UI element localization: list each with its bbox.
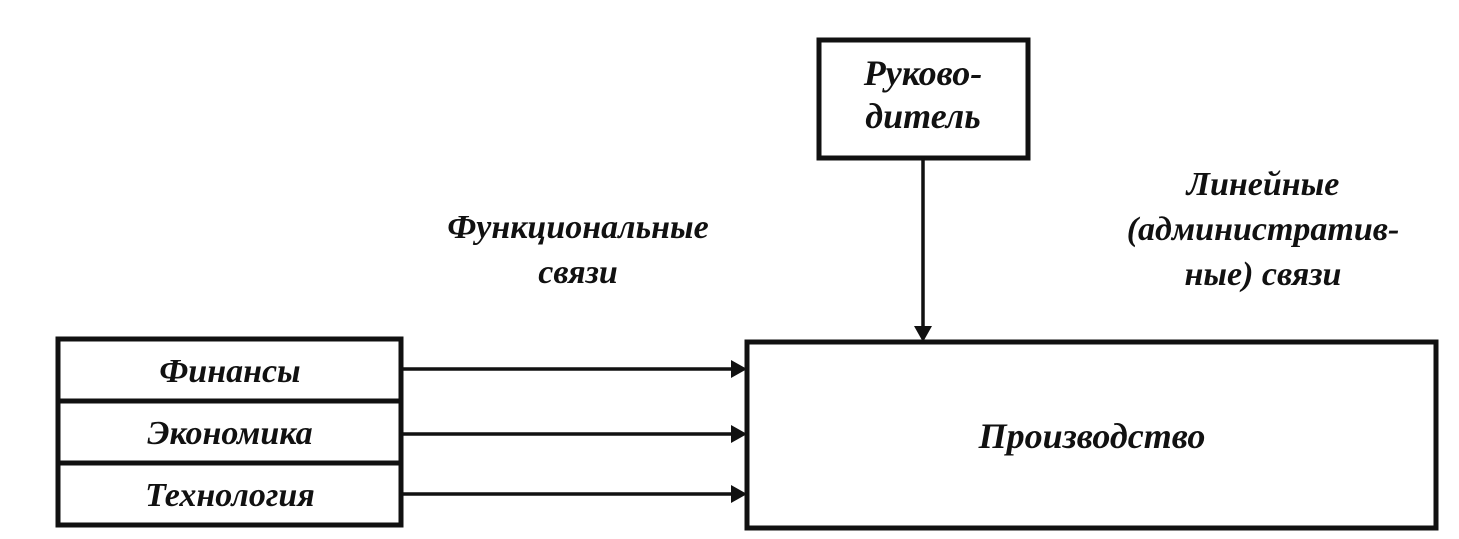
economics-label: Экономика <box>147 415 312 452</box>
manager-label-line-2: дитель <box>865 96 980 136</box>
technology-link-arrowhead <box>731 485 747 503</box>
linear-links-line-2: (административ- <box>1127 211 1400 248</box>
manager-node: Руково- дитель <box>816 37 1031 161</box>
functional-link-arrows <box>401 360 747 503</box>
production-box <box>744 339 1439 531</box>
functional-links-line-2: связи <box>538 254 618 291</box>
production-node: Производство <box>744 339 1439 531</box>
departments-frame <box>55 336 404 528</box>
finance-link-arrowhead <box>731 360 747 378</box>
manager-label-line-1: Руково- <box>863 53 982 93</box>
technology-label: Технология <box>145 477 315 514</box>
linear-links-line-1: Линейные <box>1185 166 1340 203</box>
economics-link-arrowhead <box>731 425 747 443</box>
functional-departments: Финансы Экономика Технология <box>55 336 404 528</box>
functional-links-line-1: Функциональные <box>447 209 708 246</box>
linear-link-arrowhead <box>914 326 932 342</box>
production-label: Производство <box>978 416 1206 456</box>
linear-links-line-3: ные) связи <box>1185 256 1342 293</box>
linear-links-caption: Линейные (административ- ные) связи <box>1127 166 1400 293</box>
manager-box <box>816 37 1031 161</box>
functional-links-caption: Функциональные связи <box>447 209 708 291</box>
linear-link-arrow <box>914 158 932 342</box>
finance-label: Финансы <box>159 353 300 390</box>
